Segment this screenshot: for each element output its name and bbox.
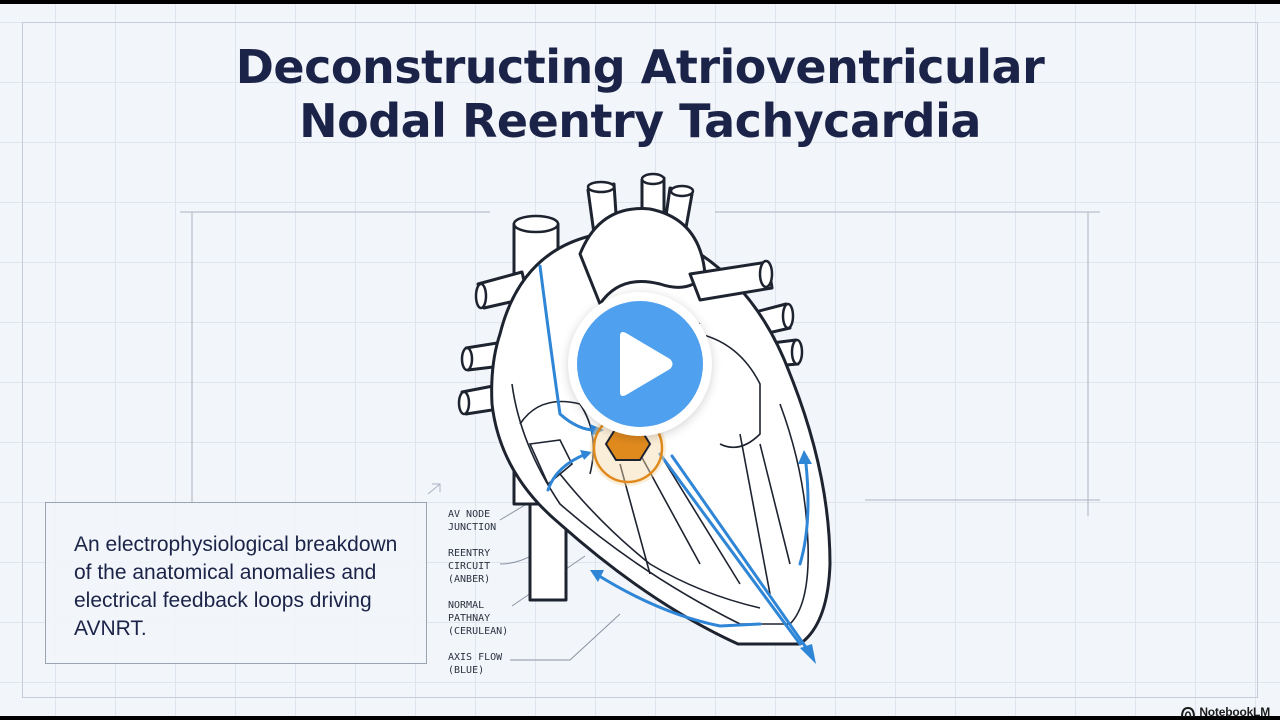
notebooklm-branding: NotebookLM [1181, 705, 1270, 719]
diagram-labels: AV NODE JUNCTION REENTRY CIRCUIT (ANBER)… [448, 508, 568, 690]
label-axis-flow: AXIS FLOW (BLUE) [448, 652, 503, 676]
slide-canvas: Deconstructing Atrioventricular Nodal Re… [0, 4, 1280, 716]
brand-name: NotebookLM [1199, 705, 1270, 719]
label-normal-pathway: NORMAL PATHNAY (CERULEAN) [448, 600, 509, 637]
label-reentry-circuit: REENTRY CIRCUIT (ANBER) [448, 548, 491, 585]
play-icon [620, 332, 673, 396]
notebooklm-logo-icon [1181, 706, 1196, 718]
description-box: An electrophysiological breakdown of the… [45, 502, 427, 664]
play-button[interactable] [568, 292, 712, 436]
description-text: An electrophysiological breakdown of the… [74, 533, 398, 640]
slide-title: Deconstructing Atrioventricular Nodal Re… [0, 40, 1280, 148]
slide-frame [22, 22, 1258, 698]
slide-title-line-2: Nodal Reentry Tachycardia [299, 94, 981, 148]
slide-title-line-1: Deconstructing Atrioventricular [235, 40, 1045, 94]
label-av-node-junction: AV NODE JUNCTION [448, 509, 497, 533]
